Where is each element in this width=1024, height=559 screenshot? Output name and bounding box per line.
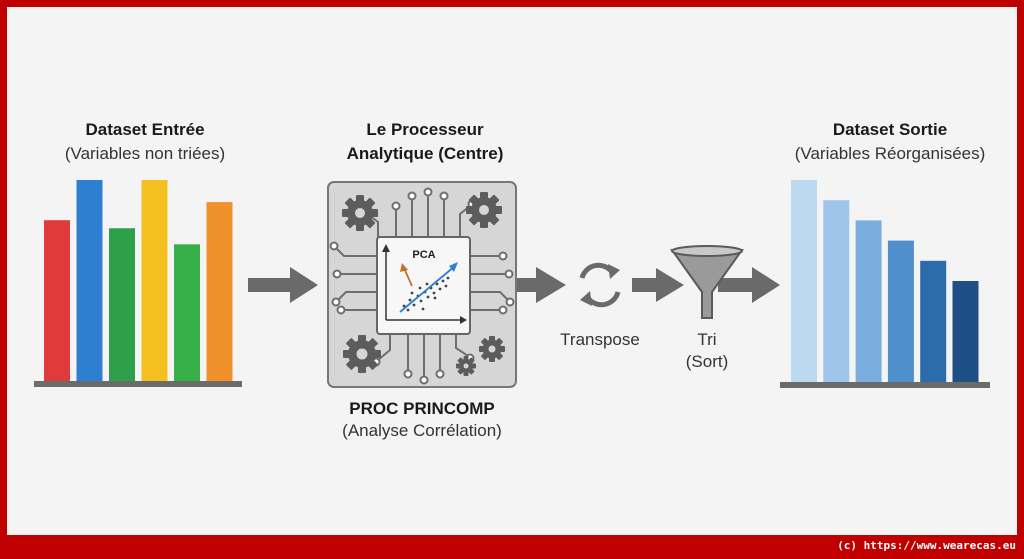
- output-title-main: Dataset Sortie: [832, 120, 948, 139]
- input-title-main: Dataset Entrée: [85, 120, 205, 139]
- output-title: Dataset Sortie (Variables Réorganisées): [760, 118, 1020, 166]
- output-bar-5: [920, 260, 947, 382]
- output-bar-4: [887, 240, 914, 382]
- arrow-transpose-to-sort: [632, 268, 684, 302]
- arrow-input-to-processor: [248, 267, 318, 303]
- proc-name: PROC PRINCOMP: [349, 399, 495, 418]
- gear-icon: [479, 336, 505, 362]
- input-bar-2: [76, 180, 103, 381]
- input-title-sub: (Variables non triées): [64, 144, 226, 163]
- copyright-text: (c) https://www.wearecas.eu: [837, 539, 1016, 552]
- pca-component-arrows: [399, 262, 458, 313]
- circuit-traces: [335, 196, 509, 376]
- pca-label: PCA: [412, 249, 435, 261]
- output-baseline: [780, 382, 990, 388]
- processor-title: Le Processeur Analytique (Centre): [300, 118, 550, 166]
- gear-icon: [466, 192, 502, 228]
- input-baseline: [34, 381, 242, 387]
- sort-label-line2: (Sort): [685, 352, 729, 371]
- footer-bar: (c) https://www.wearecas.eu: [0, 535, 1024, 559]
- input-bar-6: [206, 202, 233, 381]
- input-bar-3: [109, 228, 135, 381]
- output-bar-1: [791, 180, 817, 382]
- processor-proc-label: PROC PRINCOMP (Analyse Corrélation): [312, 398, 532, 442]
- output-title-sub: (Variables Réorganisées): [794, 144, 986, 163]
- input-bar-4: [141, 180, 168, 381]
- proc-desc: (Analyse Corrélation): [342, 421, 502, 440]
- output-bar-3: [855, 220, 882, 382]
- output-bar-2: [823, 200, 850, 382]
- transpose-label: Transpose: [560, 330, 640, 349]
- transpose-icon-arrowhead: [580, 291, 592, 306]
- gear-icon: [342, 195, 378, 231]
- sort-label: Tri (Sort): [660, 329, 754, 373]
- input-bar-5: [174, 244, 200, 381]
- input-bar-chart: [44, 180, 233, 381]
- output-bar-6: [952, 281, 979, 382]
- processor-title-line2: Analytique (Centre): [346, 144, 504, 163]
- processor-title-line1: Le Processeur: [366, 120, 484, 139]
- sort-label-line1: Tri: [697, 330, 717, 349]
- output-bar-chart: [791, 180, 979, 382]
- gear-icon: [343, 335, 381, 373]
- processor-chip: PCA: [327, 181, 517, 388]
- transpose-icon-arrowhead: [608, 264, 620, 279]
- funnel-icon: [670, 245, 744, 319]
- input-title: Dataset Entrée (Variables non triées): [20, 118, 270, 166]
- input-bar-1: [44, 220, 70, 381]
- arrow-sort-to-output: [718, 267, 780, 303]
- pca-axes: [382, 244, 467, 324]
- gear-icon: [456, 356, 476, 376]
- pca-screen: [376, 236, 471, 335]
